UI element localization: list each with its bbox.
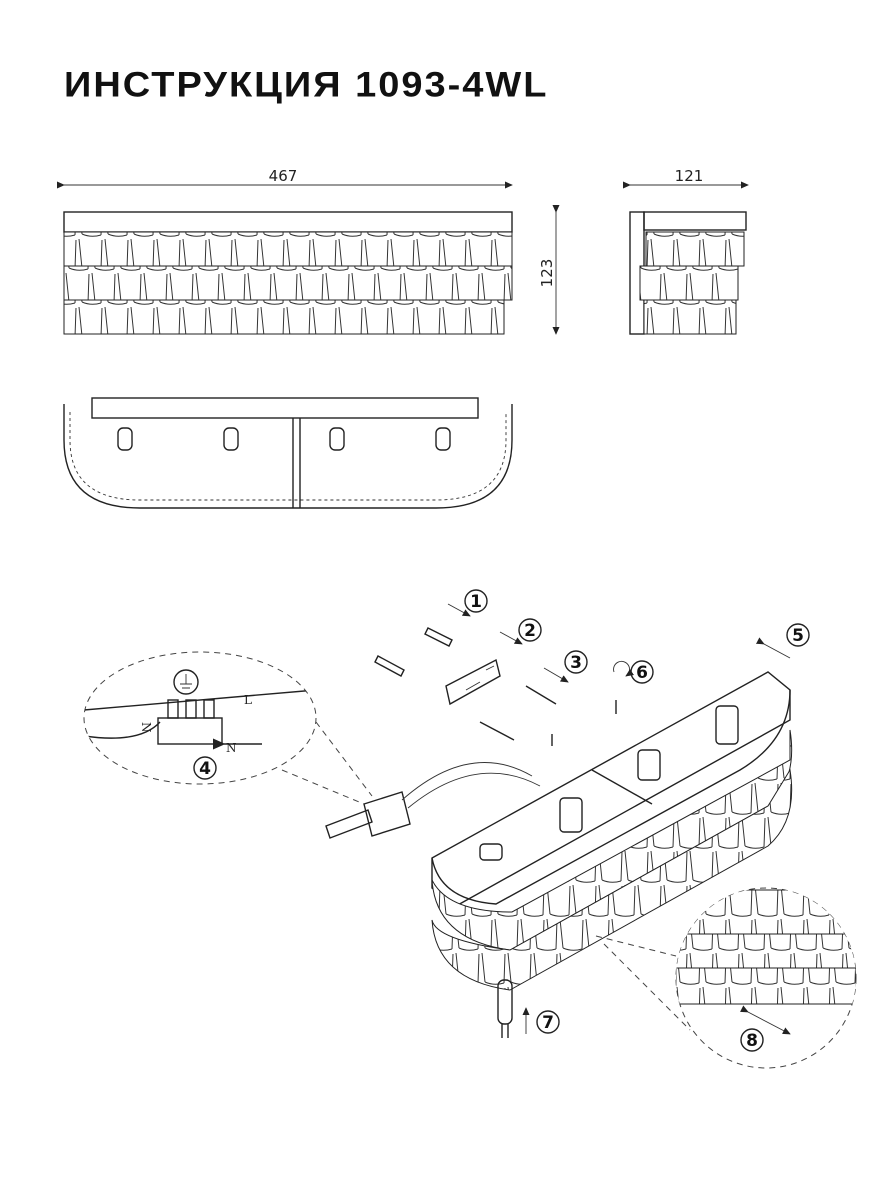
lamp-wire (407, 772, 541, 809)
terminal-box (363, 791, 411, 837)
top-view-scale-edge (69, 412, 507, 501)
socket (479, 843, 503, 861)
side-scales-row-3 (643, 299, 737, 335)
svg-text:4: 4 (199, 759, 211, 779)
divider-bar (591, 769, 653, 805)
side-scales-row-2 (639, 265, 739, 301)
step-2-callout: 2 (518, 618, 542, 642)
depth-dimension: 121 (675, 167, 704, 185)
svg-text:5: 5 (792, 626, 804, 646)
detail-scales-row-3 (676, 967, 856, 1005)
front-scales-row-1 (63, 231, 513, 267)
rotate-icon (613, 660, 634, 677)
svg-text:2: 2 (524, 621, 536, 641)
screw (479, 721, 515, 741)
page-title: ИНСТРУКЦИЯ 1093-4WL (64, 66, 549, 105)
socket (715, 705, 739, 745)
wire-n (84, 721, 161, 739)
wire-label-l: L (244, 693, 252, 707)
step-5-callout: 5 (786, 623, 810, 647)
terminal-connector (157, 717, 223, 745)
step-callouts: 1 2 3 4 5 6 7 8 (193, 589, 810, 1052)
step-8-arrow (739, 1005, 791, 1035)
step-4-callout: 4 (193, 756, 217, 780)
wire-l (84, 689, 316, 711)
width-dimension: 467 (269, 167, 298, 185)
dowel (424, 627, 453, 647)
lamp-back-plate (431, 671, 791, 907)
terminal-block (325, 762, 541, 839)
earth-icon (173, 669, 199, 695)
lamp-body (431, 671, 793, 991)
top-view-sockets (117, 427, 451, 451)
svg-text:7: 7 (542, 1013, 554, 1033)
g9-bulb (497, 979, 530, 1038)
svg-text:3: 3 (570, 653, 582, 673)
wire-label-n-rotated: N (139, 722, 153, 733)
detail-scales-row-2 (676, 933, 856, 969)
step-1-callout: 1 (464, 589, 488, 613)
socket (223, 427, 239, 451)
socket (435, 427, 451, 451)
wire-label-n: N (226, 741, 237, 755)
step-7-callout: 7 (536, 1010, 560, 1034)
top-view (63, 397, 513, 509)
detail-scales-row-1 (676, 889, 856, 935)
fixing-screw (551, 660, 634, 746)
socket (637, 749, 661, 781)
terminal-screw (167, 699, 179, 719)
terminal-screw (203, 699, 215, 719)
socket (329, 427, 345, 451)
step-6-callout: 6 (630, 660, 654, 684)
earth-symbol (180, 674, 192, 689)
top-view-outline (63, 404, 513, 509)
step-5-arrow (755, 637, 791, 659)
terminal-screw (185, 699, 197, 719)
height-dimension: 123 (538, 259, 556, 288)
side-view: 121 (622, 167, 749, 335)
top-view-wall-plate (91, 397, 479, 419)
front-wall-plate (63, 211, 513, 233)
socket (117, 427, 133, 451)
bracket-plate (445, 658, 501, 706)
screws (479, 667, 569, 741)
lamp-scales-lower (431, 768, 793, 991)
wiring-detail: L N N (83, 651, 373, 805)
dowels (374, 603, 471, 677)
front-view: 467 123 (56, 167, 560, 335)
screw (525, 685, 557, 705)
dowel (374, 655, 405, 677)
front-scales-row-3 (63, 299, 505, 335)
detail-lens (83, 651, 317, 785)
front-scales-row-2 (63, 265, 513, 301)
svg-text:1: 1 (470, 592, 482, 612)
step-3-callout: 3 (564, 650, 588, 674)
svg-text:6: 6 (636, 663, 648, 683)
lamp-wire (401, 762, 533, 801)
lamp-rim (431, 689, 791, 905)
side-top-plate (643, 211, 747, 231)
lamp-sockets (479, 705, 739, 861)
svg-text:8: 8 (746, 1031, 758, 1051)
mains-cable (325, 809, 373, 839)
side-scales-row-1 (645, 231, 745, 267)
bracket-holes (465, 665, 495, 691)
scales-detail (595, 887, 857, 1069)
socket (559, 797, 583, 833)
bulb-glass (497, 979, 513, 1025)
mounting-bracket (445, 631, 523, 706)
step-8-callout: 8 (740, 1028, 764, 1052)
